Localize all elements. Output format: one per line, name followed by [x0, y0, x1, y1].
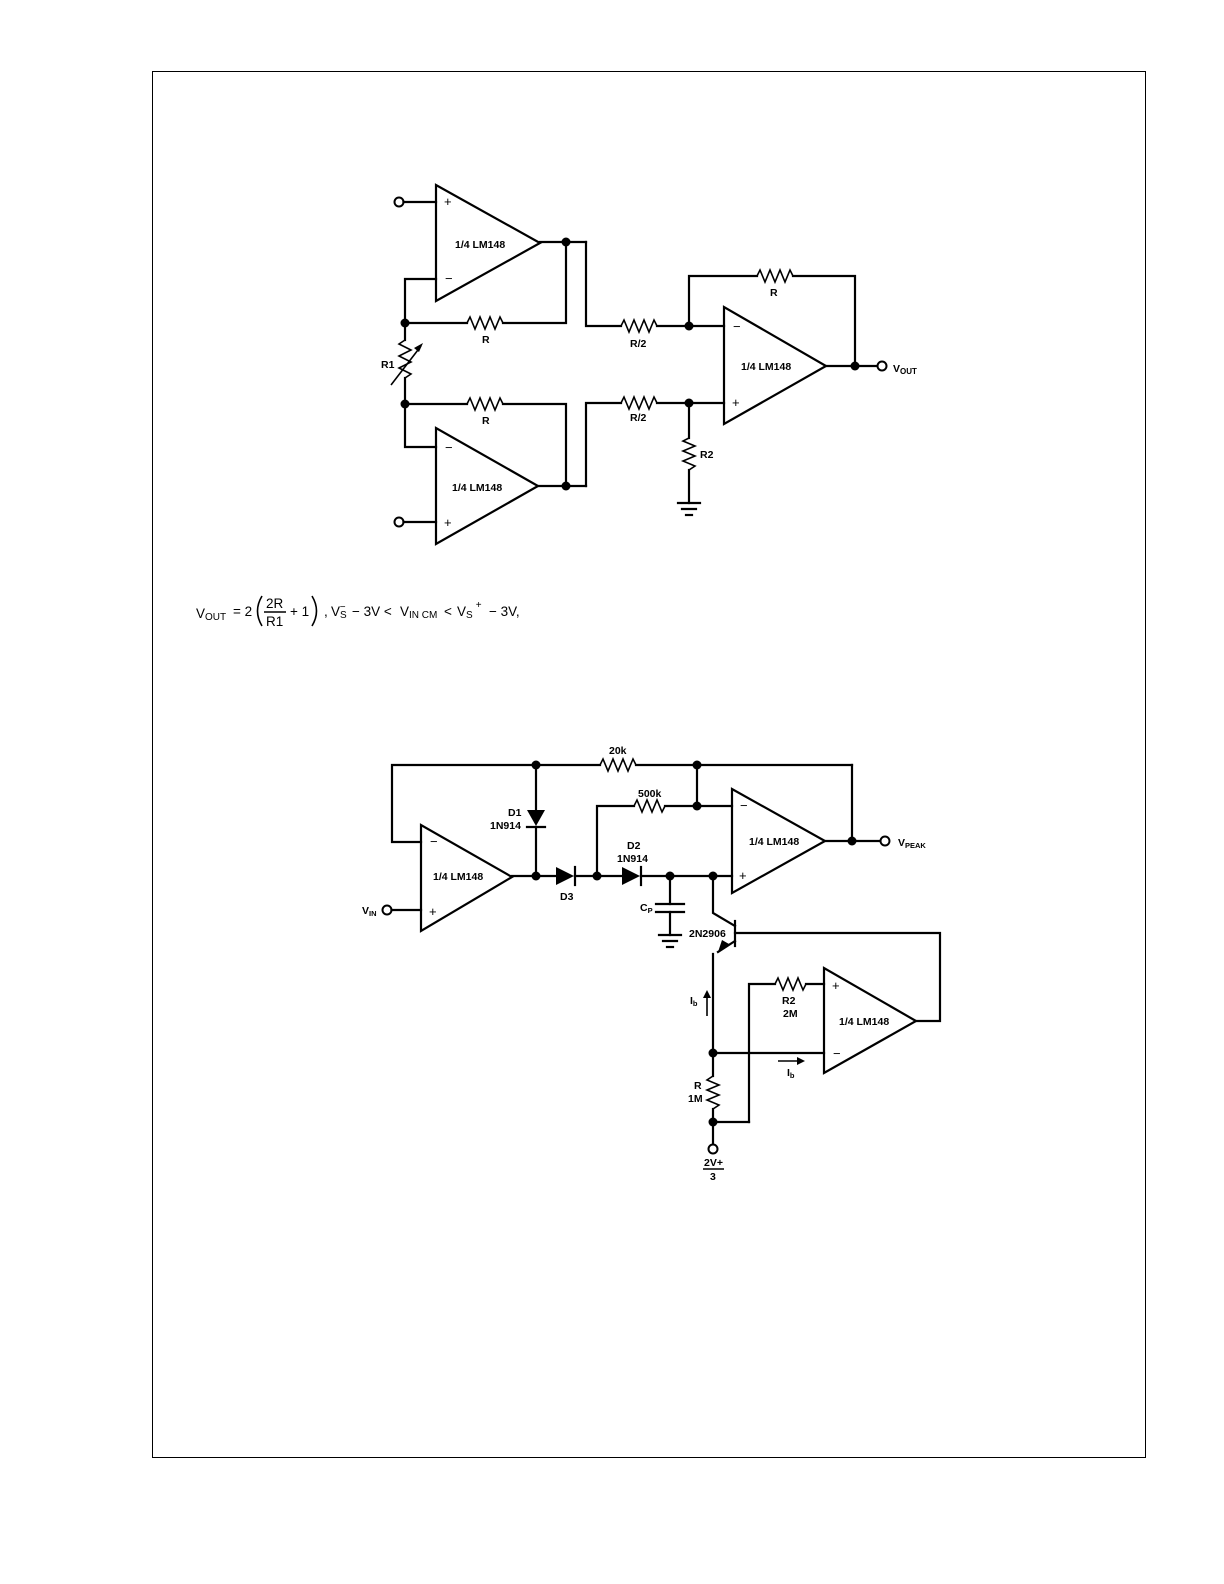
opamp-bias-plus: +	[832, 978, 840, 993]
eq-lt: <	[444, 604, 452, 619]
d3-label: D3	[560, 891, 574, 903]
input-terminal-top	[393, 196, 405, 208]
opamp-peak-plus: +	[739, 868, 747, 883]
r-bias-value: 1M	[688, 1093, 703, 1105]
opamp-bottom-label: 1/4 LM148	[452, 482, 502, 494]
r2-label: R2	[700, 449, 714, 461]
eq-paren-close	[311, 595, 318, 627]
eq-comma: ,	[324, 604, 328, 619]
supply-denominator: 3	[710, 1171, 716, 1183]
r-half-bottom-label: R/2	[630, 412, 647, 424]
opamp-bias-label: 1/4 LM148	[839, 1016, 889, 1028]
supply-numerator: 2V+	[704, 1157, 723, 1169]
r-feedback-label: R	[770, 287, 778, 299]
eq-vs-minus: VS−	[331, 602, 347, 621]
opamp-peak-label: 1/4 LM148	[749, 836, 799, 848]
vpeak-label: VPEAK	[898, 837, 926, 850]
r-half-top-label: R/2	[630, 338, 647, 350]
cp-label: CP	[640, 902, 653, 915]
transistor-label: 2N2906	[689, 928, 726, 940]
r500k-label: 500k	[638, 788, 662, 800]
opamp-out-label: 1/4 LM148	[741, 361, 791, 373]
d1-part-label: 1N914	[490, 820, 521, 832]
opamp-peak-minus: −	[740, 798, 748, 813]
opamp-top: + − 1/4 LM148	[434, 183, 543, 303]
opamp-top-plus: +	[444, 194, 452, 209]
eq-plus-one: + 1	[290, 604, 309, 619]
d1-label: D1	[508, 807, 522, 819]
eq-frac-den: R1	[266, 614, 283, 629]
gain-equation: VOUT = 2 2R R1 + 1 , VS− − 3V < VIN CM <…	[196, 595, 520, 629]
opamp-input-minus: −	[430, 834, 438, 849]
supply-terminal	[707, 1143, 719, 1155]
ib-label-vertical: Ib	[690, 995, 698, 1008]
r-bias-name: R	[694, 1080, 702, 1092]
instrumentation-amplifier: + − 1/4 LM148 − + 1/4 LM148 − + 1/4 LM14…	[381, 183, 917, 546]
eq-vout: VOUT	[196, 606, 226, 623]
opamp-out-plus: +	[732, 395, 740, 410]
vin-terminal	[381, 904, 393, 916]
opamp-bottom: − + 1/4 LM148	[434, 426, 541, 546]
eq-vincm: VIN CM	[400, 604, 437, 621]
opamp-bottom-plus: +	[444, 515, 452, 530]
opamp-bias: + − 1/4 LM148	[822, 966, 919, 1075]
opamp-input: − + 1/4 LM148	[419, 823, 515, 933]
vout-terminal	[876, 360, 888, 372]
opamp-top-minus: −	[445, 271, 453, 286]
opamp-out-minus: −	[733, 319, 741, 334]
opamp-bias-minus: −	[833, 1046, 841, 1061]
opamp-top-label: 1/4 LM148	[455, 239, 505, 251]
eq-minus-3v-lt: − 3V <	[352, 604, 392, 619]
r20k-label: 20k	[609, 745, 627, 757]
eq-vs-plus: VS+	[457, 600, 482, 621]
peak-detector: − + 1/4 LM148 − + 1/4 LM148 + − 1/4 LM14…	[362, 745, 942, 1183]
r-top-label: R	[482, 334, 490, 346]
r2-bias-name: R2	[782, 995, 796, 1007]
vpeak-terminal	[879, 835, 891, 847]
input-terminal-bottom	[393, 516, 405, 528]
opamp-peak: − + 1/4 LM148	[730, 787, 828, 895]
r2-bias-value: 2M	[783, 1008, 798, 1020]
d2-part-label: 1N914	[617, 853, 648, 865]
r-bottom-label: R	[482, 415, 490, 427]
ib-label-horizontal: Ib	[787, 1067, 795, 1080]
opamp-input-plus: +	[429, 904, 437, 919]
r1-label: R1	[381, 359, 395, 371]
opamp-bottom-minus: −	[445, 440, 453, 455]
eq-paren-open	[256, 595, 263, 627]
vin-label: VIN	[362, 905, 377, 918]
d2-label: D2	[627, 840, 641, 852]
opamp-input-label: 1/4 LM148	[433, 871, 483, 883]
eq-frac-num: 2R	[266, 596, 284, 611]
eq-equals-two: = 2	[233, 604, 252, 619]
page-frame	[152, 71, 1146, 1458]
opamp-output: − + 1/4 LM148	[722, 305, 829, 426]
eq-minus-3v-end: − 3V,	[489, 604, 520, 619]
vout-label: VOUT	[893, 363, 917, 376]
